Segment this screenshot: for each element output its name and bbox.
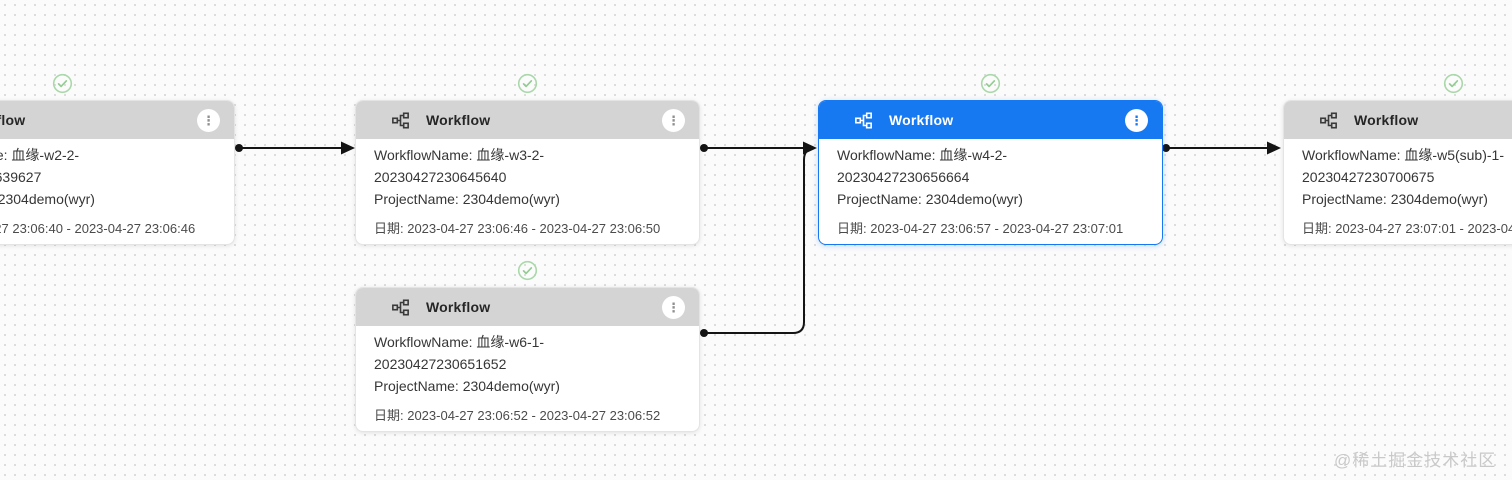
- workflow-branch-icon: [855, 111, 872, 129]
- edge-w4-to-w5[interactable]: [1162, 141, 1281, 155]
- ellipsis-icon: ⋮: [667, 112, 680, 128]
- arrowhead-icon: [341, 141, 355, 155]
- workflow-branch-icon: [392, 298, 409, 316]
- node-body: WorkflowName: 血缘-w5(sub)-1- 202304272307…: [1284, 139, 1512, 238]
- node-menu-button[interactable]: ⋮: [197, 108, 220, 132]
- workflow-branch-icon: [1320, 111, 1337, 129]
- edge-w3-to-w4[interactable]: [700, 141, 817, 155]
- project-name: ProjectName: 2304demo(wyr): [837, 191, 1023, 207]
- date-range: 日期: 2023-04-27 23:06:46 - 2023-04-27 23:…: [374, 221, 661, 236]
- ellipsis-icon: ⋮: [1130, 112, 1143, 128]
- edge-w6-to-w4[interactable]: [700, 147, 815, 338]
- ellipsis-icon: ⋮: [667, 299, 680, 315]
- success-check-icon: [517, 73, 538, 94]
- project-name: ProjectName: 2304demo(wyr): [374, 191, 560, 207]
- success-check-icon: [517, 260, 538, 281]
- node-header[interactable]: Workflow ⋮: [819, 101, 1162, 139]
- node-title: Workflow: [0, 112, 26, 128]
- node-header[interactable]: Workflow ⋮: [356, 288, 699, 326]
- workflow-node-w6-1[interactable]: Workflow ⋮ WorkflowName: 血缘-w6-1- 202304…: [355, 287, 700, 432]
- node-body: WorkflowName: 血缘-w3-2- 20230427230645640…: [356, 139, 699, 238]
- workflow-name-line2: 20230427230651652: [374, 356, 507, 372]
- success-check-icon: [980, 73, 1001, 94]
- project-name: ProjectName: 2304demo(wyr): [1302, 191, 1488, 207]
- date-range: 日期: 2023-04-27 23:07:01 - 2023-04-: [1302, 221, 1512, 236]
- workflow-name-line1: WorkflowName: 血缘-w4-2-: [837, 147, 1008, 163]
- arrowhead-icon: [1267, 141, 1281, 155]
- workflow-name-line1: WorkflowName: 血缘-w5(sub)-1-: [1302, 147, 1504, 163]
- node-title: Workflow: [426, 299, 491, 315]
- workflow-name-line2: 20230427230639627: [0, 169, 42, 185]
- node-body: WorkflowName: 血缘-w4-2- 20230427230656664…: [819, 139, 1162, 238]
- node-title: Workflow: [426, 112, 491, 128]
- node-title: Workflow: [889, 112, 954, 128]
- date-range: 日期: 2023-04-27 23:06:52 - 2023-04-27 23:…: [374, 408, 661, 423]
- node-header[interactable]: Workflow ⋮: [356, 101, 699, 139]
- workflow-name-line2: 20230427230656664: [837, 169, 970, 185]
- date-range: 日期: 2023-04-27 23:06:40 - 2023-04-27 23:…: [0, 221, 196, 236]
- workflow-name-line1: WorkflowName: 血缘-w6-1-: [374, 334, 545, 350]
- success-check-icon: [1443, 73, 1464, 94]
- workflow-node-w4-2-selected[interactable]: Workflow ⋮ WorkflowName: 血缘-w4-2- 202304…: [818, 100, 1163, 245]
- workflow-name-line1: WorkflowName: 血缘-w3-2-: [374, 147, 545, 163]
- project-name: ProjectName: 2304demo(wyr): [0, 191, 95, 207]
- workflow-name-line2: 20230427230700675: [1302, 169, 1435, 185]
- project-name: ProjectName: 2304demo(wyr): [374, 378, 560, 394]
- date-range: 日期: 2023-04-27 23:06:57 - 2023-04-27 23:…: [837, 221, 1124, 236]
- node-menu-button[interactable]: ⋮: [662, 108, 685, 132]
- workflow-branch-icon: [392, 111, 409, 129]
- workflow-name-line1: WorkflowName: 血缘-w2-2-: [0, 147, 80, 163]
- node-menu-button[interactable]: ⋮: [1125, 108, 1148, 132]
- workflow-node-w2-2[interactable]: Workflow ⋮ WorkflowName: 血缘-w2-2- 202304…: [0, 100, 235, 245]
- node-header[interactable]: Workflow ⋮: [1284, 101, 1512, 139]
- node-menu-button[interactable]: ⋮: [662, 295, 685, 319]
- edge-w2-to-w3[interactable]: [235, 141, 355, 155]
- workflow-node-w3-2[interactable]: Workflow ⋮ WorkflowName: 血缘-w3-2- 202304…: [355, 100, 700, 245]
- node-body: WorkflowName: 血缘-w2-2- 20230427230639627…: [0, 139, 234, 238]
- node-title: Workflow: [1354, 112, 1419, 128]
- node-header[interactable]: Workflow ⋮: [0, 101, 234, 139]
- node-body: WorkflowName: 血缘-w6-1- 20230427230651652…: [356, 326, 699, 425]
- watermark: @稀土掘金技术社区: [1334, 451, 1497, 470]
- workflow-node-w5-sub-1[interactable]: Workflow ⋮ WorkflowName: 血缘-w5(sub)-1- 2…: [1283, 100, 1512, 245]
- success-check-icon: [52, 73, 73, 94]
- workflow-name-line2: 20230427230645640: [374, 169, 507, 185]
- ellipsis-icon: ⋮: [202, 112, 215, 128]
